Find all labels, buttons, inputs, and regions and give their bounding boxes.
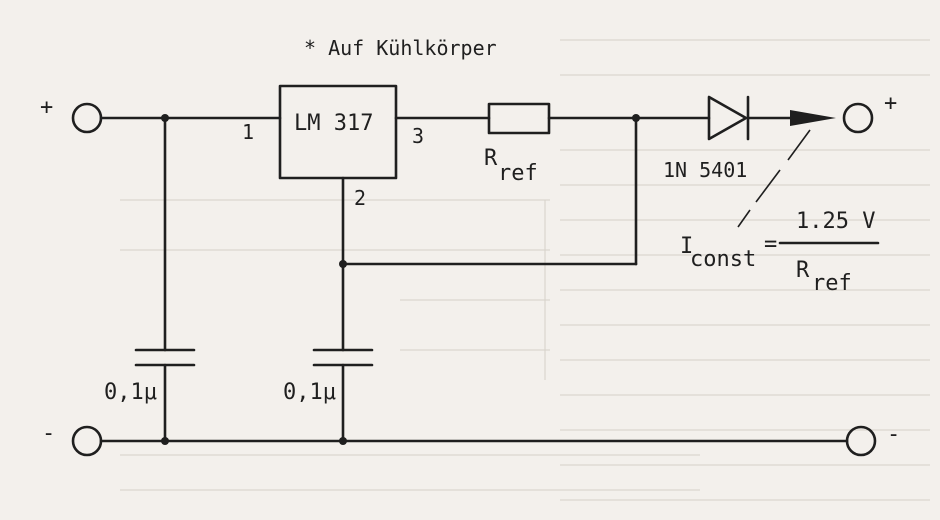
junction-gnd-left [161, 437, 169, 445]
formula-equals: = [764, 232, 777, 257]
diode-label: 1N 5401 [663, 158, 747, 182]
terminal-in-plus-label: + [40, 95, 53, 120]
capacitor-mid [312, 348, 374, 367]
terminal-out-minus-label: - [887, 422, 900, 447]
pin-2-label: 2 [354, 186, 366, 210]
terminal-out-minus [845, 425, 877, 457]
pointer-dashes [737, 129, 811, 228]
ic-lm317 [278, 84, 398, 180]
formula-numerator: 1.25 V [796, 209, 875, 234]
pin-1-label: 1 [242, 120, 254, 144]
terminal-in-plus [71, 102, 103, 134]
wires [99, 116, 849, 443]
terminal-out-plus [842, 102, 874, 134]
rref-label-main: R [484, 146, 498, 171]
formula-denominator-main: R [796, 258, 810, 283]
heatsink-note: * Auf Kühlkörper [304, 36, 497, 60]
output-arrow [790, 110, 836, 126]
terminals [71, 102, 877, 457]
cap-mid-label: 0,1μ [283, 380, 336, 405]
capacitor-left [134, 348, 196, 367]
junction-in [161, 114, 169, 122]
junctions [161, 114, 640, 445]
formula-lhs-sub: const [690, 247, 756, 272]
formula-denominator-sub: ref [812, 271, 852, 296]
resistor-rref [487, 102, 551, 135]
rref-label-sub: ref [498, 161, 538, 186]
pin-3-label: 3 [412, 124, 424, 148]
junction-adj [339, 260, 347, 268]
terminal-in-minus-label: - [42, 421, 55, 446]
diode-1n5401 [707, 95, 750, 141]
cap-left-label: 0,1μ [104, 380, 157, 405]
formula-lhs-main: I [680, 234, 693, 259]
paper-bleed-through [120, 39, 930, 501]
terminal-out-plus-label: + [884, 91, 897, 116]
terminal-in-minus [71, 425, 103, 457]
junction-gnd-mid [339, 437, 347, 445]
junction-out [632, 114, 640, 122]
ic-label: LM 317 [294, 111, 373, 136]
